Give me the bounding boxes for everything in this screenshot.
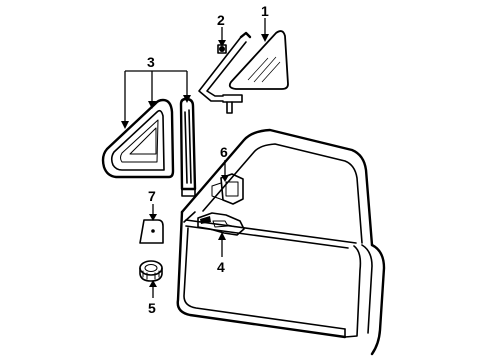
glass-run-channel-part [101,98,175,179]
leader-lines [121,18,269,298]
bracket-part [211,173,244,205]
vent-frame-part [198,31,252,114]
callout-5: 5 [148,300,156,316]
division-bar-part [179,97,197,197]
callout-4: 4 [217,259,225,275]
callout-6: 6 [220,144,228,160]
callout-2: 2 [217,12,225,28]
callout-labels: 1 2 3 4 5 6 7 [147,3,269,316]
vent-glass-part [228,30,289,90]
corner-plate-part [139,219,164,244]
callout-3: 3 [147,54,155,70]
door-outline [176,128,386,356]
grommet-part [139,260,163,282]
callout-7: 7 [148,188,156,204]
callout-1: 1 [261,3,269,19]
